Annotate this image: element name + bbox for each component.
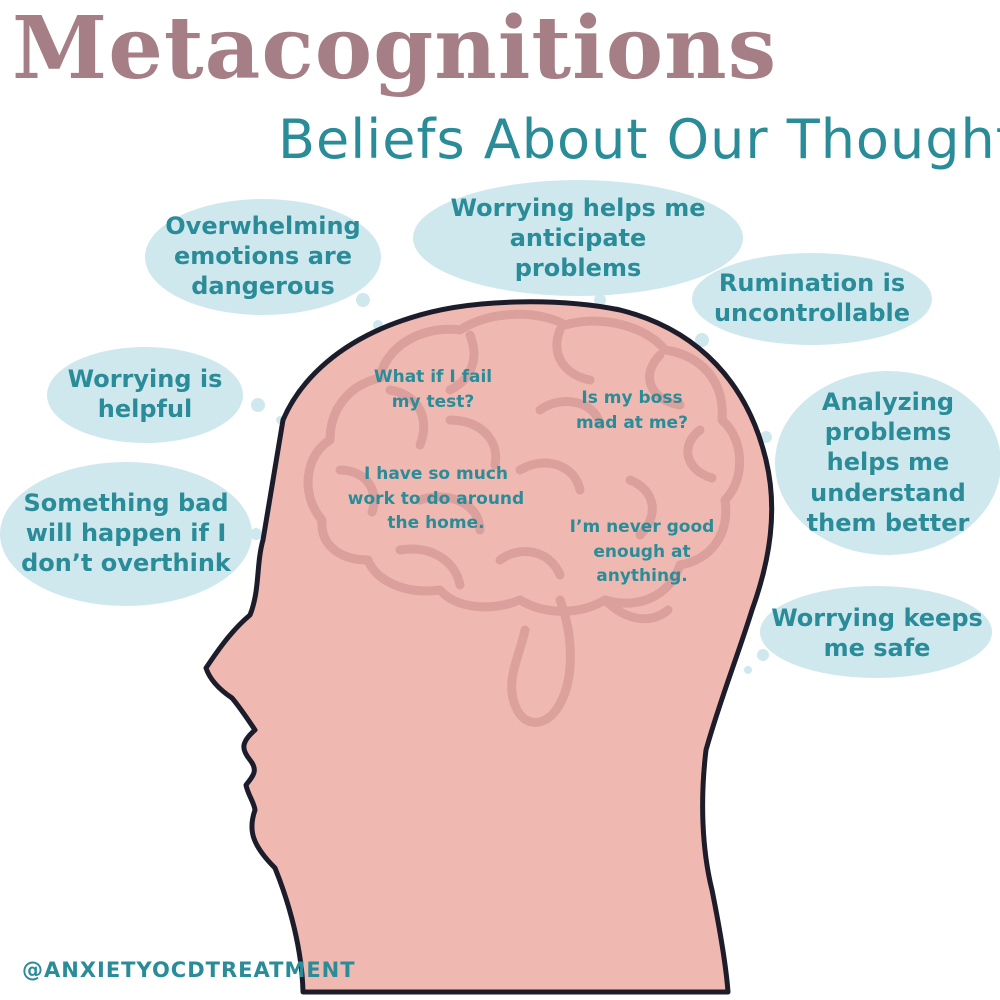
- belief-rumination: Rumination is uncontrollable: [713, 269, 911, 328]
- bubble-overwhelming: [145, 199, 381, 315]
- thought-bubbles: [0, 180, 1000, 678]
- thought-work-home: I have so much work to do around the hom…: [347, 464, 525, 534]
- belief-anticipate: Worrying helps me anticipate problems: [450, 194, 706, 283]
- bubble-analyzing: [775, 371, 1000, 555]
- page-title: Metacognitions: [12, 0, 778, 99]
- bubble-rumination: [692, 253, 932, 345]
- brain: [303, 309, 745, 727]
- bubble-keeps-safe: [760, 586, 992, 678]
- thought-never-good: I’m never good enough at anything.: [569, 517, 715, 587]
- belief-keeps-safe: Worrying keeps me safe: [771, 604, 983, 663]
- page-subtitle: Beliefs About Our Thoughts: [278, 108, 1000, 171]
- thought-boss-mad: Is my boss mad at me?: [576, 388, 688, 433]
- belief-overwhelming: Overwhelming emotions are dangerous: [165, 212, 361, 301]
- thought-fail-test: What if I fail my test?: [373, 367, 493, 412]
- social-handle: @ANXIETYOCDTREATMENT: [22, 958, 356, 982]
- bubble-helpful: [47, 347, 243, 443]
- belief-something-bad: Something bad will happen if I don’t ove…: [21, 489, 231, 578]
- bubble-anticipate: [413, 180, 743, 296]
- bubble-something-bad: [0, 462, 252, 606]
- belief-analyzing: Analyzing problems helps me understand t…: [806, 388, 970, 537]
- belief-helpful: Worrying is helpful: [67, 365, 223, 424]
